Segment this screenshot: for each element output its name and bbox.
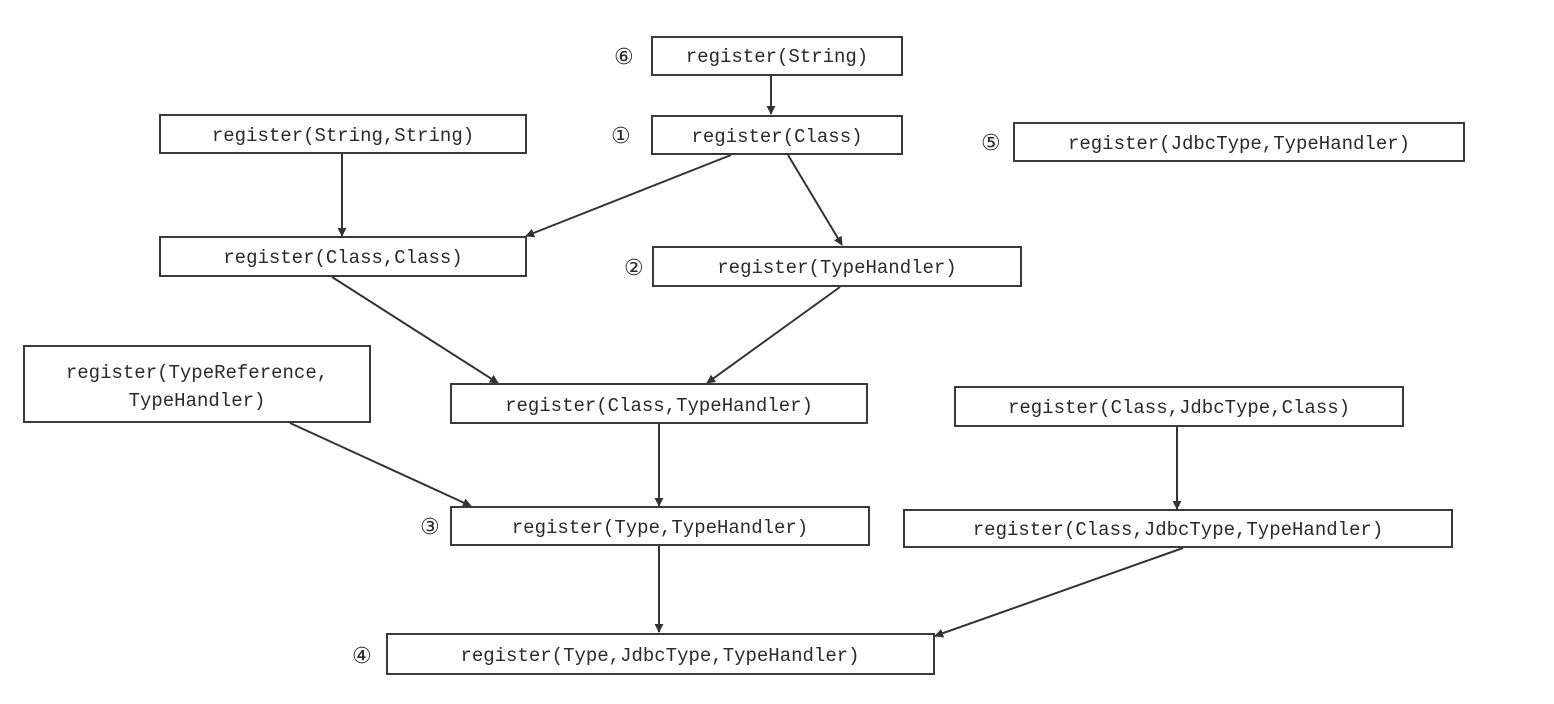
node-register-class-label: register(Class) (691, 126, 862, 148)
node-register-typereference-typehandler-box (23, 345, 371, 423)
node-register-type-jdbctype-typehandler-label: register(Type,JdbcType,TypeHandler) (460, 645, 859, 667)
node-register-class-class-box (159, 236, 527, 277)
node-register-class-jdbctype-typehandler-label: register(Class,JdbcType,TypeHandler) (973, 519, 1383, 541)
node-register-type-jdbctype-typehandler: ④ register(Type,JdbcType,TypeHandler) (352, 633, 935, 675)
node-register-type-typehandler-box (450, 506, 870, 546)
marker-4: ④ (352, 644, 372, 669)
node-register-typehandler: ② register(TypeHandler) (624, 246, 1022, 287)
edge-class-to-class-class (525, 154, 732, 238)
marker-1: ① (611, 124, 631, 149)
node-register-string-string: register(String,String) (159, 114, 527, 154)
node-register-string-string-label: register(String,String) (212, 125, 474, 147)
node-register-typehandler-box (652, 246, 1022, 287)
node-register-jdbctype-typehandler-box (1013, 122, 1465, 162)
node-register-class-class: register(Class,Class) (159, 236, 527, 277)
node-register-string-label: register(String) (686, 46, 868, 68)
nodes: ⑥ register(String) ① register(Class) reg… (23, 36, 1465, 675)
node-register-string: ⑥ register(String) (614, 36, 903, 76)
edge-typehandler-to-class-typehandler (706, 286, 841, 384)
node-register-class-typehandler: register(Class,TypeHandler) (450, 383, 868, 424)
node-register-class-jdbctype-class-label: register(Class,JdbcType,Class) (1008, 397, 1350, 419)
edge-class-to-typehandler (787, 154, 843, 246)
node-register-class-box (651, 115, 903, 155)
node-register-class-jdbctype-typehandler-box (903, 509, 1453, 548)
edges (289, 76, 1184, 638)
edge-typereference-to-type-typehandler (289, 422, 472, 507)
node-register-type-typehandler-label: register(Type,TypeHandler) (512, 517, 808, 539)
node-register-class-typehandler-label: register(Class,TypeHandler) (505, 395, 813, 417)
node-register-jdbctype-typehandler-label: register(JdbcType,TypeHandler) (1068, 133, 1410, 155)
node-register-string-box (651, 36, 903, 76)
marker-3: ③ (420, 515, 440, 540)
node-register-class-jdbctype-class-box (954, 386, 1404, 427)
node-register-typehandler-label: register(TypeHandler) (717, 257, 956, 279)
node-register-string-string-box (159, 114, 527, 154)
marker-5: ⑤ (981, 131, 1001, 156)
node-register-class-jdbctype-class: register(Class,JdbcType,Class) (954, 386, 1404, 427)
node-register-type-jdbctype-typehandler-box (386, 633, 935, 675)
node-register-class-class-label: register(Class,Class) (223, 247, 462, 269)
node-register-jdbctype-typehandler: ⑤ register(JdbcType,TypeHandler) (981, 122, 1465, 162)
node-register-class: ① register(Class) (611, 115, 903, 155)
marker-2: ② (624, 256, 644, 281)
node-register-typereference-typehandler: register(TypeReference, TypeHandler) (23, 345, 371, 423)
edge-class-jdbctype-typehandler-to-type-jdbctype-typehandler (934, 547, 1184, 638)
marker-6: ⑥ (614, 45, 634, 70)
node-register-typereference-typehandler-line1: register(TypeReference, (66, 362, 328, 384)
node-register-type-typehandler: ③ register(Type,TypeHandler) (420, 506, 870, 546)
node-register-typereference-typehandler-line2: TypeHandler) (129, 390, 266, 412)
node-register-class-jdbctype-typehandler: register(Class,JdbcType,TypeHandler) (903, 509, 1453, 548)
edge-class-class-to-class-typehandler (331, 276, 499, 384)
node-register-class-typehandler-box (450, 383, 868, 424)
